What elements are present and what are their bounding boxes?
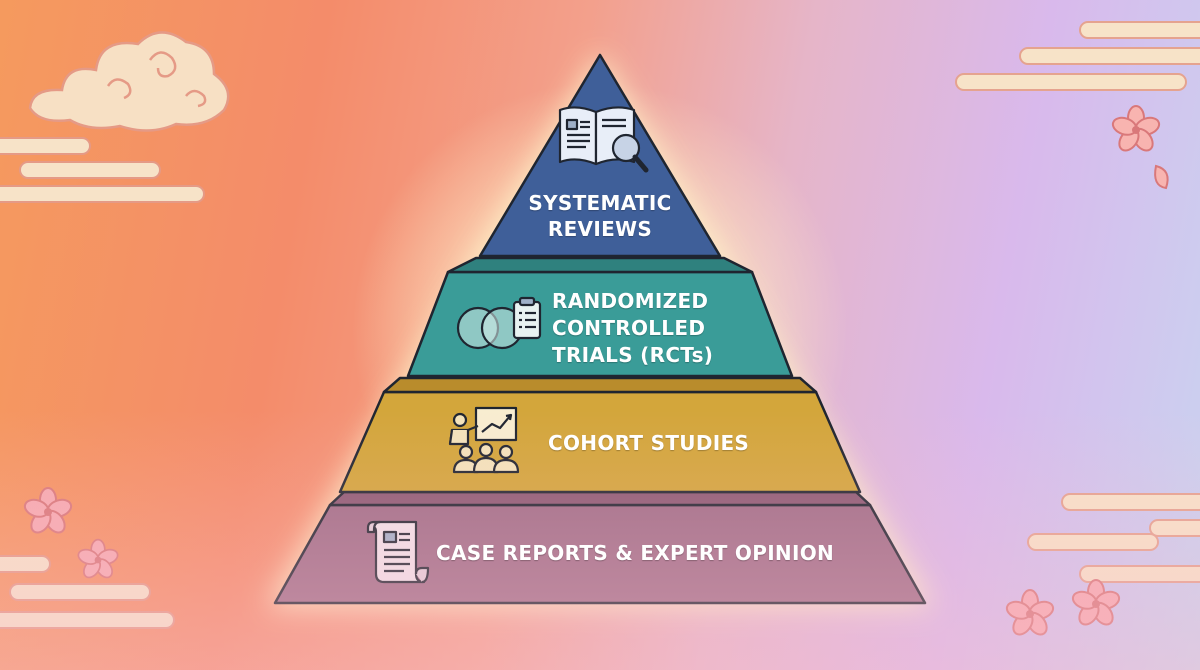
venn-clipboard-icon bbox=[456, 296, 542, 350]
tier-cohort-label: COHORT STUDIES bbox=[548, 430, 749, 456]
blossom-bottom-right-1 bbox=[1005, 589, 1055, 636]
petal-top-right bbox=[1154, 164, 1169, 190]
tier-label-line: CONTROLLED bbox=[552, 316, 706, 340]
blossom-bottom-left-2 bbox=[77, 538, 119, 579]
presenter-group-icon bbox=[448, 406, 520, 474]
tier-label-line: TRIALS (RCTs) bbox=[552, 343, 714, 367]
cloud-bands-bottom-right bbox=[1027, 493, 1200, 583]
tier-rct-top-edge bbox=[446, 256, 754, 274]
cloud-bands-bottom-left bbox=[0, 555, 175, 629]
cloud-bands-left bbox=[0, 137, 205, 203]
tier-label-line: COHORT STUDIES bbox=[548, 431, 750, 455]
blossom-bottom-left-1 bbox=[23, 487, 73, 534]
tier-case-reports-top-edge bbox=[328, 490, 872, 507]
tier-systematic-reviews-label: SYSTEMATIC REVIEWS bbox=[510, 190, 690, 242]
tier-label-line: RANDOMIZED bbox=[552, 289, 709, 313]
tier-case-reports-label: CASE REPORTS & EXPERT OPINION bbox=[436, 540, 834, 566]
tier-label-line: SYSTEMATIC bbox=[528, 191, 672, 215]
tier-label-line: CASE REPORTS & EXPERT OPINION bbox=[436, 541, 835, 565]
book-magnifier-icon bbox=[558, 106, 649, 173]
blossom-bottom-right-2 bbox=[1071, 579, 1121, 626]
cloud-bands-top-right bbox=[955, 21, 1200, 91]
cloud-top-left bbox=[28, 31, 230, 132]
scroll-document-icon bbox=[366, 520, 430, 584]
tier-label-line: REVIEWS bbox=[547, 217, 653, 241]
pyramid bbox=[273, 53, 927, 605]
tier-cohort-top-edge bbox=[382, 376, 818, 394]
blossom-top-right bbox=[1111, 105, 1161, 152]
tier-rct-label: RANDOMIZED CONTROLLED TRIALS (RCTs) bbox=[552, 288, 713, 369]
